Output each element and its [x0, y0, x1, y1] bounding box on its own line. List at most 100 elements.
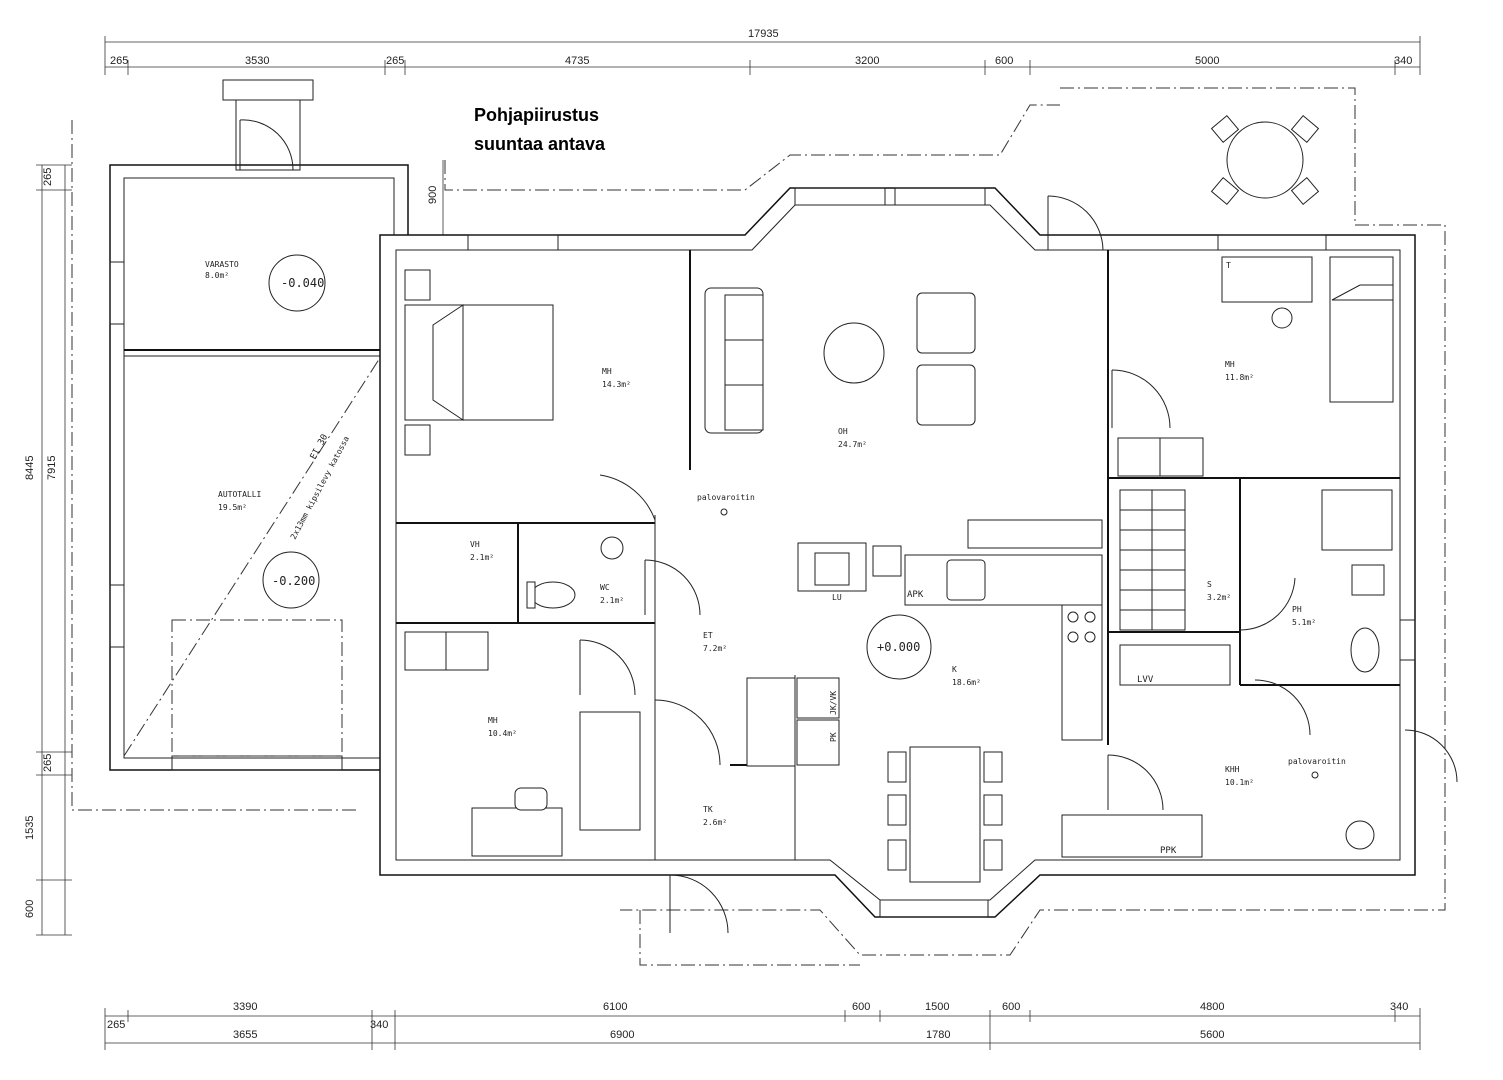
dim-bottom2-1: 3655 — [233, 1029, 257, 1041]
sink-icon — [600, 536, 624, 560]
dim-bottom2-3: 6900 — [610, 1029, 634, 1041]
room-area-0: 8.0m² — [205, 271, 229, 280]
washbasin-icon — [1351, 564, 1385, 596]
round-coffee-table-icon — [823, 322, 885, 384]
dim-left-4: 1535 — [24, 816, 36, 840]
room-area-9: 3.2m² — [1207, 593, 1231, 602]
lvv-label: LVV — [1137, 675, 1154, 685]
kitchen-counter-icon — [967, 519, 1103, 549]
room-name-11: MH — [488, 716, 498, 725]
dim-top-3: 4735 — [565, 55, 589, 67]
plan-title-line2: suuntaa antava — [474, 134, 606, 154]
level-storage: -0.040 — [281, 276, 324, 290]
dim-bottom2-2: 340 — [370, 1019, 388, 1031]
dim-top-7: 340 — [1394, 55, 1412, 67]
dim-top-4: 3200 — [855, 55, 879, 67]
room-name-0: VARASTO — [205, 260, 239, 269]
room-area-13: 10.1m² — [1225, 778, 1254, 787]
dim-bottom2-0: 265 — [107, 1019, 125, 1031]
level-circle-garage — [262, 551, 320, 609]
shower-icon — [1321, 489, 1393, 551]
room-name-3: OH — [838, 427, 848, 436]
toilet-icon-2 — [1350, 627, 1380, 673]
dim-bottom2-4: 1780 — [926, 1029, 950, 1041]
lu-label: LU — [832, 593, 842, 602]
dining-table-icon — [909, 746, 981, 883]
room-area-1: 19.5m² — [218, 503, 247, 512]
room-area-7: 7.2m² — [703, 644, 727, 653]
room-area-6: 2.1m² — [600, 596, 624, 605]
room-area-11: 10.4m² — [488, 729, 517, 738]
dim-bottom1-5: 4800 — [1200, 1001, 1224, 1013]
armchair-icon-2 — [916, 364, 976, 426]
dim-left-2: 7915 — [46, 456, 58, 480]
jk-vk-label: JK/VK — [829, 691, 838, 715]
toilet-icon — [530, 581, 576, 609]
smoke-detector-icon-2 — [1311, 771, 1319, 779]
dim-misc-900: 900 — [427, 186, 439, 204]
room-name-6: WC — [600, 583, 610, 592]
dim-top-6: 5000 — [1195, 55, 1219, 67]
eaves-outline — [71, 87, 1446, 966]
dim-top-5: 600 — [995, 55, 1013, 67]
room-area-8: 18.6m² — [952, 678, 981, 687]
room-name-12: TK — [703, 805, 713, 814]
dim-bottom1-1: 6100 — [603, 1001, 627, 1013]
dim-left-5: 600 — [24, 900, 36, 918]
top-dimensions: 17935 265 3530 265 4735 3200 600 5000 34… — [104, 28, 1421, 75]
dim-left-0: 265 — [42, 168, 54, 186]
apk-label: APK — [907, 590, 924, 600]
dim-left-3: 265 — [42, 754, 54, 772]
smoke-detector-label-1: palovaroitin — [697, 493, 755, 502]
level-main: +0.000 — [877, 640, 920, 654]
room-area-3: 24.7m² — [838, 440, 867, 449]
desk-icon-2 — [471, 807, 563, 857]
garage-block — [109, 79, 409, 771]
left-dimensions: 265 8445 7915 265 1535 600 900 — [24, 160, 444, 936]
dim-bottom1-6: 340 — [1390, 1001, 1408, 1013]
room-name-2: MH — [602, 367, 612, 376]
misc-labels: palovaroitin palovaroitin APK LVV PPK JK… — [697, 261, 1346, 856]
double-bed-icon — [404, 304, 554, 421]
room-area-12: 2.6m² — [703, 818, 727, 827]
dim-top-total: 17935 — [748, 28, 779, 40]
room-name-13: KHH — [1225, 765, 1240, 774]
plan-title-line1: Pohjapiirustus — [474, 105, 599, 125]
bed-icon-3 — [579, 711, 641, 831]
dim-top-0: 265 — [110, 55, 128, 67]
room-name-9: S — [1207, 580, 1212, 589]
level-garage: -0.200 — [272, 574, 315, 588]
floor-drain-icon — [1345, 820, 1375, 850]
dim-bottom1-0: 3390 — [233, 1001, 257, 1013]
room-name-4: MH — [1225, 360, 1235, 369]
pk-label: PK — [829, 732, 838, 742]
t-label: T — [1226, 261, 1231, 270]
room-labels: VARASTO 8.0m² AUTOTALLI 19.5m² MH 14.3m²… — [205, 260, 1316, 827]
smoke-detector-icon — [720, 508, 728, 516]
dim-top-2: 265 — [386, 55, 404, 67]
dim-left-1: 8445 — [24, 456, 36, 480]
room-name-8: K — [952, 665, 957, 674]
outdoor-round-table-icon — [1226, 121, 1304, 199]
single-bed-icon — [1329, 256, 1394, 403]
bottom-dimensions: 3390 6100 600 1500 600 4800 340 265 3655… — [104, 1001, 1421, 1050]
armchair-icon — [916, 292, 976, 354]
dim-bottom1-4: 600 — [1002, 1001, 1020, 1013]
kitchen-sink-icon — [946, 559, 986, 601]
room-area-2: 14.3m² — [602, 380, 631, 389]
doors — [579, 195, 1458, 934]
smoke-detector-label-2: palovaroitin — [1288, 757, 1346, 766]
room-name-1: AUTOTALLI — [218, 490, 262, 499]
desk-icon — [1221, 256, 1313, 303]
room-name-5: VH — [470, 540, 480, 549]
furniture — [404, 114, 1394, 883]
dim-bottom2-5: 5600 — [1200, 1029, 1224, 1041]
room-area-4: 11.8m² — [1225, 373, 1254, 382]
dim-bottom1-3: 1500 — [925, 1001, 949, 1013]
level-circle-main — [866, 614, 932, 680]
room-area-5: 2.1m² — [470, 553, 494, 562]
dim-top-1: 3530 — [245, 55, 269, 67]
room-name-10: PH — [1292, 605, 1302, 614]
ppk-label: PPK — [1160, 846, 1177, 856]
